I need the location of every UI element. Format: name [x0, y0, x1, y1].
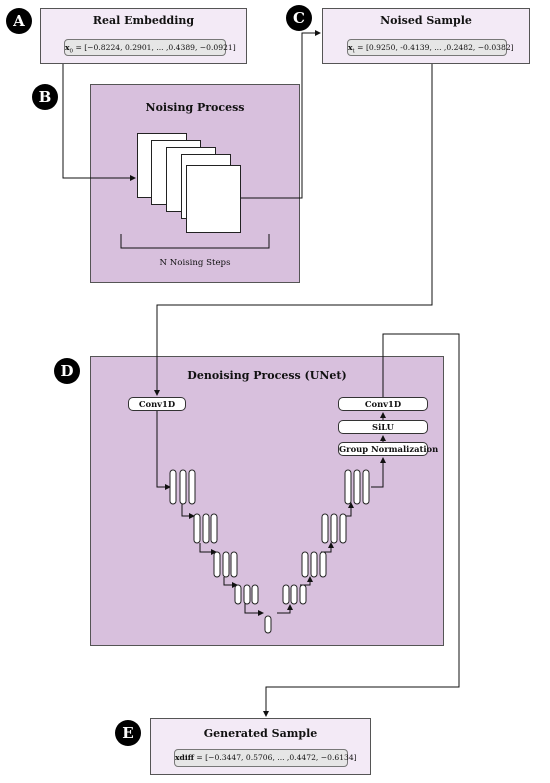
unet-right-out	[371, 457, 386, 488]
unet-path-up-3	[321, 542, 334, 553]
unet-path-down-1	[181, 503, 195, 519]
arrow-denoising-to-generated	[263, 333, 460, 717]
unet-dec1-a	[344, 469, 352, 505]
real-embedding-sub: 0	[69, 48, 74, 55]
unet-skip-left	[156, 411, 171, 490]
generated-sample-var: xdiff	[175, 753, 194, 762]
unet-enc1-c	[188, 469, 196, 505]
unet-dec1-c	[362, 469, 370, 505]
arrow-noising-to-noised	[241, 30, 321, 199]
unet-enc1-b	[179, 469, 187, 505]
unet-dec3-c	[319, 551, 327, 578]
noised-sample-values: = [0.9250, -0.4139, ... ,0.2482, −0.0382…	[354, 43, 514, 52]
generated-sample-box: Generated Sample xdiff = [−0.3447, 0.570…	[150, 718, 371, 775]
unet-dec4-c	[299, 584, 307, 605]
silu-block: SiLU	[338, 420, 428, 434]
unet-path-down-2	[199, 543, 217, 555]
unet-dec2-a	[321, 513, 329, 544]
unet-dec4-a	[282, 584, 290, 605]
arrow-noised-to-denoising	[154, 64, 433, 396]
noise-step-5	[186, 165, 241, 233]
generated-sample-values: = [−0.3447, 0.5706, ... ,0.4472, −0.6134…	[193, 753, 357, 762]
unet-bottleneck	[264, 615, 272, 634]
noised-sample-box: Noised Sample xt = [0.9250, -0.4139, ...…	[322, 8, 530, 64]
unet-enc3-b	[222, 551, 230, 578]
real-embedding-title: Real Embedding	[92, 14, 195, 27]
unet-dec4-b	[290, 584, 298, 605]
unet-enc1-a	[169, 469, 177, 505]
noised-sample-sub: t	[352, 48, 355, 55]
unet-enc3-c	[230, 551, 238, 578]
noising-steps-caption: N Noising Steps	[159, 258, 231, 268]
denoising-process-title: Denoising Process (UNet)	[187, 369, 347, 382]
arrow-embedding-to-noising	[62, 64, 136, 181]
real-embedding-values: = [−0.8224, 0.2901, ... ,0.4389, −0.0921…	[73, 43, 236, 52]
badge-d: D	[54, 358, 80, 384]
unet-enc4-b	[243, 584, 251, 605]
badge-c: C	[286, 5, 312, 31]
unet-enc2-a	[193, 513, 201, 544]
generated-sample-title: Generated Sample	[203, 727, 318, 740]
badge-e: E	[115, 720, 141, 746]
noised-sample-vector: xt = [0.9250, -0.4139, ... ,0.2482, −0.0…	[347, 39, 514, 56]
real-embedding-var: x	[65, 43, 70, 52]
unet-enc3-a	[213, 551, 221, 578]
group-normalization-block: Group Normalization	[338, 442, 439, 456]
noised-sample-title: Noised Sample	[380, 14, 472, 27]
noising-process-title: Noising Process	[145, 101, 245, 114]
conv1d-left-block: Conv1D	[128, 397, 186, 411]
real-embedding-vector: x0 = [−0.8224, 0.2901, ... ,0.4389, −0.0…	[64, 39, 236, 56]
badge-b: B	[32, 84, 58, 110]
unet-path-up-1	[277, 604, 293, 614]
generated-sample-vector: xdiff = [−0.3447, 0.5706, ... ,0.4472, −…	[174, 749, 357, 767]
noised-sample-var: x	[348, 43, 353, 52]
unet-dec3-a	[301, 551, 309, 578]
unet-dec3-b	[310, 551, 318, 578]
unet-path-down-3	[223, 577, 238, 588]
steps-brace	[120, 234, 270, 249]
badge-a: A	[6, 8, 32, 34]
unet-enc2-c	[210, 513, 218, 544]
unet-path-up-2	[300, 576, 313, 586]
unet-enc4-c	[251, 584, 259, 605]
conv1d-right-block: Conv1D	[338, 397, 428, 411]
unet-dec2-c	[339, 513, 347, 544]
unet-dec2-b	[330, 513, 338, 544]
unet-enc4-a	[234, 584, 242, 605]
unet-enc2-b	[202, 513, 210, 544]
unet-dec1-b	[353, 469, 361, 505]
real-embedding-box: Real Embedding x0 = [−0.8224, 0.2901, ..…	[40, 8, 247, 64]
unet-path-down-4	[244, 603, 264, 616]
